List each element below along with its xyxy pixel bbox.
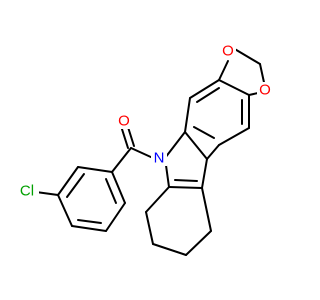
dioxole-top-oxygen-label: O (222, 43, 234, 60)
benzene-bond-5 (218, 127, 250, 146)
nitrogen-label: N (154, 150, 165, 167)
indole-c8a-c4b-bond (168, 186, 203, 189)
bond-group (35, 47, 266, 256)
nitrogen-label-bg (151, 150, 167, 166)
cyclohexane-bond-3 (152, 243, 187, 256)
phenyl-bond-2 (57, 166, 79, 196)
phenyl-bond-1 (77, 166, 113, 173)
phenyl-bond-6 (111, 171, 126, 204)
cyclohexane-bond-5 (201, 187, 212, 232)
benzene-bond-6 (206, 144, 220, 160)
benzene-bond-1 (184, 97, 191, 133)
benzene-inner-double-3 (193, 126, 215, 139)
phenyl-inner-double-2 (77, 219, 102, 224)
indole-c4b-to-benzene-bond (201, 158, 208, 189)
carbonyl-to-nitrogen-bond (130, 147, 154, 159)
carbonyl-to-phenyl-bond (111, 147, 132, 173)
carbonyl-oxygen-label-bg (116, 113, 132, 129)
molecule-canvas: O N Cl O O (13, 42, 273, 256)
dioxole-right-oxygen-label-bg (257, 82, 273, 98)
indole-n-to-benzene-bond (164, 131, 186, 159)
phenyl-bond-5 (105, 202, 126, 232)
indole-c8a-c4b-inner-double (174, 179, 198, 182)
atom-label-group: O N Cl O O (13, 43, 273, 201)
chlorine-label-bg (13, 181, 39, 201)
dioxole-top-oxygen-label-bg (220, 43, 236, 59)
dioxole-right-oxygen-bond (248, 92, 259, 96)
benzene-bond-3 (218, 79, 250, 96)
cyclohexane-bond-4 (185, 230, 212, 256)
dioxole-right-oxygen-label: O (259, 82, 271, 99)
dioxole-top-oxygen-bond (218, 60, 229, 81)
phenyl-bond-4 (71, 225, 107, 232)
phenyl-to-chlorine-bond (35, 191, 59, 196)
phenyl-inner-double-3 (105, 178, 117, 204)
cyclohexane-bond-2 (145, 211, 154, 245)
molecule-structure: O N Cl O O (13, 42, 273, 256)
carbonyl-double-bond (120, 125, 129, 149)
dioxole-methylene-bond-1 (232, 47, 261, 65)
benzene-bond-2 (189, 79, 220, 99)
phenyl-bond-3 (57, 194, 73, 227)
chlorine-label: Cl (20, 183, 34, 200)
phenyl-inner-double-1 (66, 173, 85, 198)
indole-fused-bond (184, 131, 208, 160)
cyclohexane-bond-1 (145, 186, 170, 213)
benzene-inner-double-1 (196, 87, 220, 103)
carbonyl-oxygen-label: O (118, 113, 130, 130)
